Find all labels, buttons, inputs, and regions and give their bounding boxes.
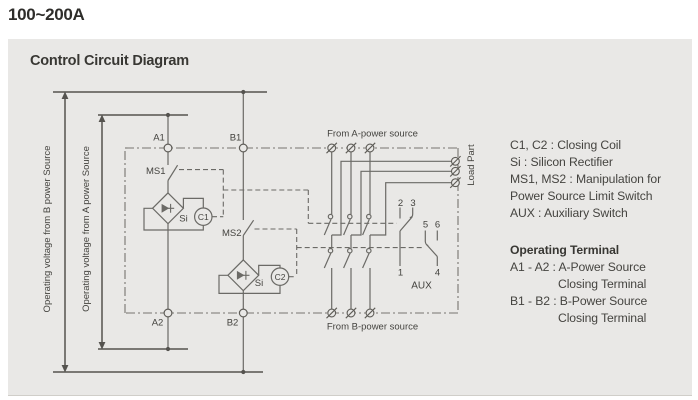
from-b-power-label: From B-power source (327, 322, 418, 333)
closing-coil-2: C2 (270, 267, 290, 286)
si-2-label: Si (255, 278, 263, 289)
legend-operating-line: B1 - B2 : B-Power Source (510, 294, 648, 308)
aux-switch (399, 207, 438, 266)
terminal-a1-label: A1 (153, 133, 165, 144)
control-circuit-panel (8, 39, 692, 396)
legend-definition: Si : Silicon Rectifier (510, 155, 613, 169)
aux-pin-3-label: 3 (410, 198, 415, 209)
operating-voltage-a-label: Operating voltage from A power Source (81, 146, 92, 312)
terminal-b2-label: B2 (227, 318, 239, 329)
external-wiring (53, 91, 267, 373)
page-title: 100~200A (8, 5, 85, 24)
aux-label: AUX (411, 281, 432, 292)
operating-terminals (163, 143, 248, 318)
terminal-a2-label: A2 (152, 318, 164, 329)
aux-pin-5-label: 5 (423, 220, 428, 231)
junction-dots (165, 89, 246, 375)
ms1-label: MS1 (146, 166, 166, 177)
aux-pin-1-label: 1 (398, 268, 403, 279)
mechanical-linkage-dashed (179, 169, 424, 278)
legend-definition: Power Source Limit Switch (510, 189, 653, 203)
enclosure-boundary (124, 147, 459, 314)
aux-pin-6-label: 6 (435, 220, 440, 231)
si-1-label: Si (179, 214, 187, 225)
operating-voltage-b-label: Operating voltage from B power Source (42, 146, 53, 313)
legend-operating-line: Closing Terminal (558, 311, 647, 325)
dimension-arrowheads (61, 91, 106, 373)
legend-definition: MS1, MS2 : Manipulation for (510, 172, 662, 186)
legend: C1, C2 : Closing Coil Si : Silicon Recti… (510, 137, 688, 327)
rectifier-1 (151, 192, 185, 225)
load-part-label: Load Part (466, 144, 477, 186)
legend-operating-line: A1 - A2 : A-Power Source (510, 260, 646, 274)
from-a-power-label: From A-power source (327, 129, 418, 140)
coil-2-label: C2 (275, 272, 286, 282)
legend-operating-line: Closing Terminal (558, 277, 647, 291)
terminal-b1-label: B1 (230, 133, 242, 144)
closing-coil-1: C1 (194, 207, 213, 226)
power-and-load-terminals (326, 142, 461, 319)
panel-heading: Control Circuit Diagram (30, 53, 189, 69)
rectifier-2 (227, 259, 260, 292)
legend-definition: AUX : Auxiliary Switch (510, 206, 628, 220)
legend-operating-heading: Operating Terminal (510, 243, 620, 257)
ms2-label: MS2 (222, 228, 242, 239)
legend-definition: C1, C2 : Closing Coil (510, 138, 622, 152)
circuit-wiring (143, 92, 452, 372)
aux-pin-4-label: 4 (435, 268, 440, 279)
aux-pin-2-label: 2 (398, 198, 403, 209)
coil-1-label: C1 (198, 212, 209, 222)
